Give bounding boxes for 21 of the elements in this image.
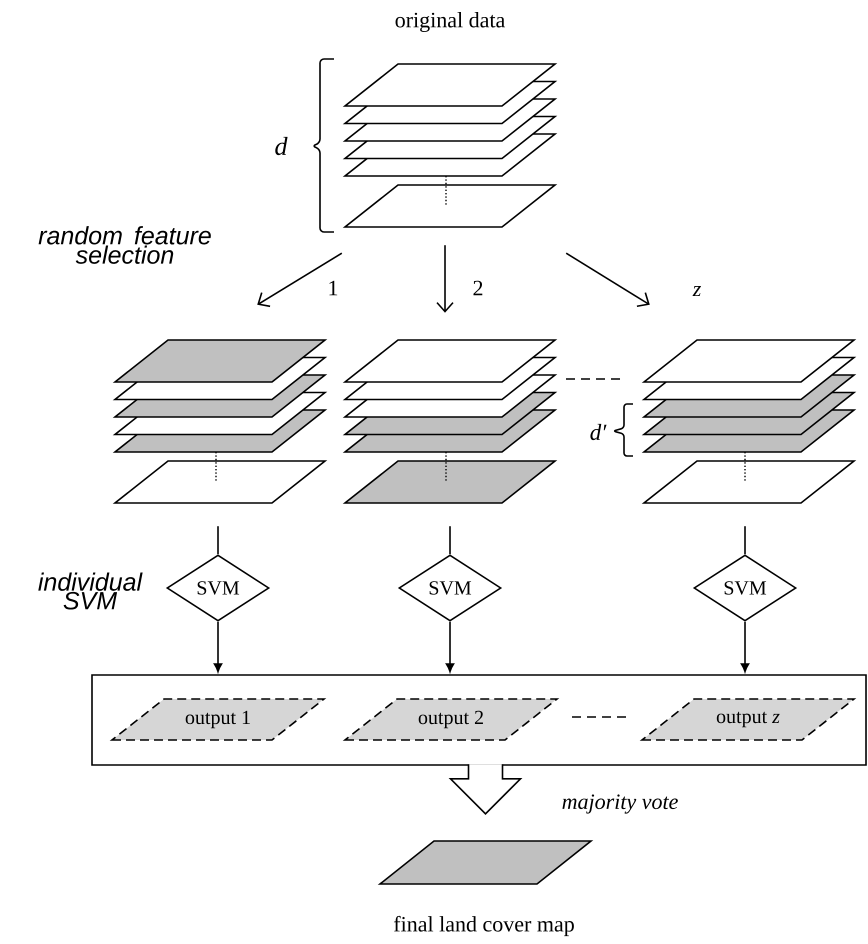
dimension-label: d (275, 136, 288, 156)
arrow (740, 622, 750, 672)
output-panel (91, 674, 867, 766)
step-label: individual SVM (38, 572, 143, 610)
connector-line (744, 526, 746, 554)
arrow (566, 252, 650, 308)
step-label: random feature selection (38, 226, 211, 264)
edge-label: 2 (472, 280, 484, 296)
edge-label: 1 (326, 280, 340, 296)
edge-label: z (692, 284, 702, 298)
arrow (436, 245, 454, 313)
edge-label: majority vote (560, 793, 680, 815)
arrow (446, 622, 454, 672)
stack-title: original data (396, 12, 506, 32)
dimension-label: d′ (590, 424, 607, 440)
arrow (257, 252, 342, 308)
block-arrow (448, 764, 522, 815)
arrow (214, 622, 222, 672)
connector-line (449, 526, 451, 554)
connector-line (217, 526, 219, 554)
map-title: final land cover map (394, 916, 574, 936)
